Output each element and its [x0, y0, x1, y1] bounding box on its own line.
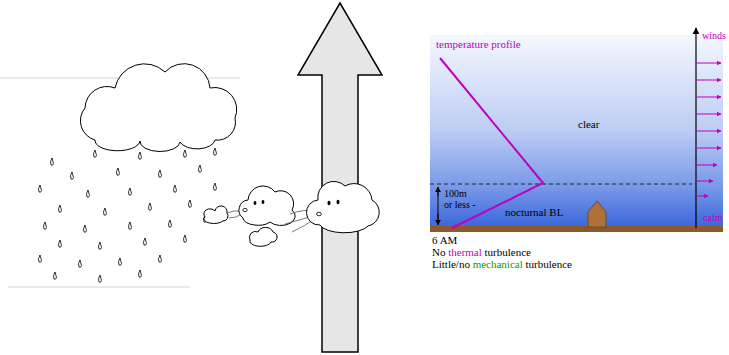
wind-puff: [249, 227, 277, 246]
label-word: clear: [578, 118, 599, 130]
wind-arrow: [696, 63, 721, 64]
label-word: BL: [549, 206, 563, 218]
label-word: winds: [702, 30, 726, 41]
wind-axis: [695, 28, 696, 228]
label-word: calm: [703, 212, 722, 223]
label-word: or: [444, 199, 455, 210]
axis-label: winds: [702, 30, 726, 41]
wind-arrow: [696, 181, 713, 182]
face-mouth: [243, 208, 247, 211]
bl-top-line: [430, 184, 692, 185]
label-word: less: [455, 199, 473, 210]
wind-arrow: [696, 97, 721, 98]
label-word: AM: [440, 234, 458, 246]
rain-cloud: [80, 64, 236, 152]
label-word: Little/no: [432, 258, 473, 270]
face-eye: [254, 201, 257, 205]
label-word: mechanical: [473, 258, 526, 270]
label-word: profile: [491, 38, 520, 50]
raindrops: [38, 148, 216, 282]
wind-face: [306, 181, 379, 232]
label-word: 6: [432, 234, 440, 246]
wind-arrow: [696, 131, 721, 132]
region-label: clear: [578, 118, 599, 130]
upward-arrow: [298, 3, 382, 352]
region-label: nocturnal BL: [505, 206, 563, 218]
wind-arrow: [696, 196, 708, 197]
wind-face: [239, 186, 295, 226]
height-arrow: [438, 190, 439, 222]
label-word: thermal: [448, 246, 484, 258]
dimension-label: 100m or less -: [444, 188, 476, 210]
axis-label: calm: [703, 212, 722, 223]
wind-arrow: [696, 114, 721, 115]
time-label: 6 AM: [432, 234, 457, 246]
note-label: No thermal turbulence: [432, 246, 531, 258]
label-word: turbulence: [525, 258, 571, 270]
label-word: temperature: [436, 38, 491, 50]
label-word: 100m: [444, 188, 467, 199]
label-word: nocturnal: [505, 206, 549, 218]
face-eye: [262, 200, 265, 204]
sky-panel: [430, 35, 723, 226]
wind-arrow: [696, 148, 721, 149]
face-mouth: [317, 212, 322, 216]
note-label: Little/no mechanical turbulence: [432, 258, 572, 270]
face-eye: [337, 200, 340, 204]
curve-label: temperature profile: [436, 38, 521, 50]
wind-puff: [204, 206, 228, 224]
face-eye: [328, 201, 331, 205]
label-word: No: [432, 246, 448, 258]
guide-line: [8, 287, 190, 288]
temperature-profile-line: [440, 58, 543, 228]
label-word: turbulence: [485, 246, 531, 258]
ground: [430, 226, 723, 232]
house: [588, 201, 606, 227]
wind-arrows: [696, 63, 721, 196]
wind-arrow: [696, 80, 721, 81]
wind-arrow: [696, 165, 717, 166]
label-word: -: [472, 199, 475, 210]
